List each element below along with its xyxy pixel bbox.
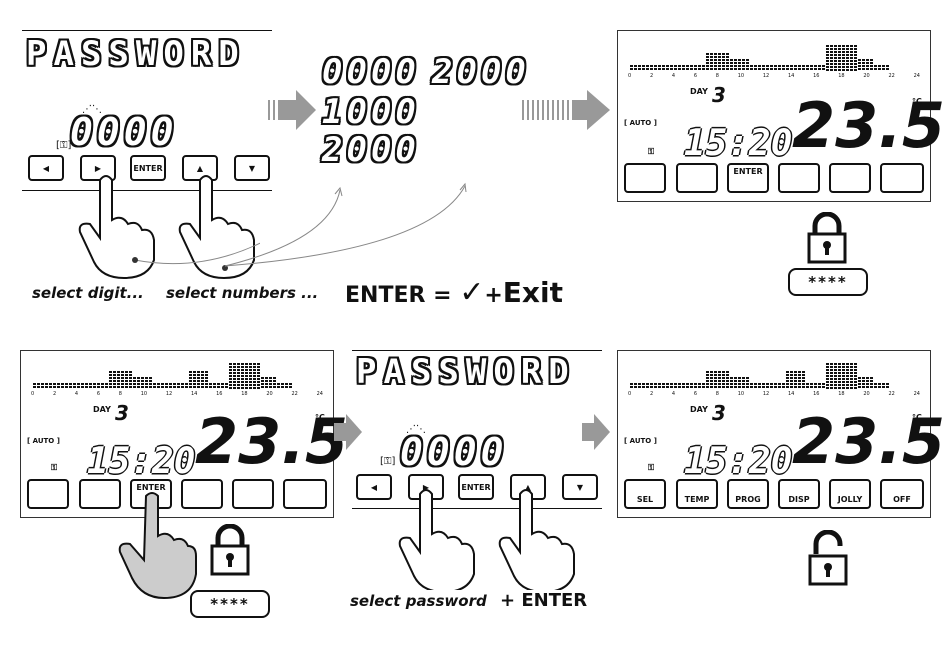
day-label: DAY (690, 87, 708, 96)
auto-indicator: [ AUTO ] (624, 437, 657, 445)
lock-mini-icon: ⚿ (648, 147, 655, 156)
hand-press-icon (118, 492, 197, 600)
enter-exit-equation: ENTER = ✓+Exit (345, 275, 563, 310)
blink-indicator-icon: ⋰⋱ (82, 104, 102, 115)
password-title: PASSWORD (356, 352, 576, 392)
temperature-unit: °C (315, 413, 325, 422)
lock-mini-icon: [⚿] (380, 456, 396, 467)
divider (22, 190, 272, 191)
next-arrow-icon (268, 90, 316, 130)
temperature-unit: °C (912, 413, 922, 422)
blink-indicator-icon: ⋰⋱ (406, 424, 426, 435)
next-arrow-icon (522, 90, 610, 130)
plus-enter: + ENTER (500, 590, 588, 611)
clock-time: 15:20 (87, 441, 196, 482)
caption-select-numbers: select numbers ... (166, 284, 319, 302)
seq-row3: 2000 (322, 130, 420, 170)
program-bars (33, 363, 292, 389)
lcd-button[interactable] (829, 163, 871, 193)
day-value: 3 (712, 83, 726, 107)
program-bars (630, 363, 889, 389)
lcd-button[interactable] (283, 479, 327, 509)
right-button[interactable]: ▶ (80, 155, 116, 181)
down-button[interactable]: ▼ (562, 474, 598, 500)
lcd-button[interactable] (232, 479, 274, 509)
enter-label: ENTER (345, 283, 426, 308)
auto-indicator: [ AUTO ] (27, 437, 60, 445)
lock-mini-icon: [⚿] (56, 140, 72, 151)
temperature-value: 23.5 (792, 89, 945, 162)
temp-button[interactable]: TEMP (676, 479, 718, 509)
next-arrow-icon (582, 414, 610, 450)
padlock-closed-icon (807, 212, 847, 264)
lcd-button[interactable] (778, 163, 820, 193)
password-title: PASSWORD (26, 34, 246, 74)
divider (352, 508, 602, 509)
prog-button[interactable]: PROG (727, 479, 769, 509)
lock-mini-icon: ⚿ (51, 463, 58, 472)
padlock-open-icon (808, 530, 848, 586)
caption-select-digit: select digit... (32, 284, 144, 302)
off-button[interactable]: OFF (880, 479, 924, 509)
temperature-value: 23.5 (792, 405, 945, 478)
temperature-value: 23.5 (195, 405, 348, 478)
password-digits: 0000 (400, 430, 508, 474)
left-button[interactable]: ◀ (28, 155, 64, 181)
temperature-unit: °C (912, 97, 922, 106)
day-value: 3 (712, 401, 726, 425)
lcd-button[interactable] (27, 479, 69, 509)
lcd-button[interactable] (880, 163, 924, 193)
seq-row1-a: 0000 (322, 52, 420, 92)
check-icon: ✓ (459, 275, 485, 310)
disp-button[interactable]: DISP (778, 479, 820, 509)
jolly-button[interactable]: JOLLY (829, 479, 871, 509)
password-digits: 0000 (70, 110, 178, 154)
enter-button[interactable]: ENTER (458, 474, 494, 500)
exit-label: Exit (502, 276, 563, 309)
divider (22, 30, 272, 31)
lcd-button[interactable] (79, 479, 121, 509)
flow-curves (224, 182, 467, 267)
lcd-button[interactable] (624, 163, 666, 193)
day-value: 3 (115, 401, 129, 425)
hand-pointer-icons (78, 175, 260, 280)
plus-sign: + (484, 283, 503, 308)
day-label: DAY (93, 405, 111, 414)
equals-sign: = (433, 283, 452, 308)
hand-pointer-icons (398, 489, 575, 590)
divider (352, 350, 602, 351)
lcd-button[interactable] (181, 479, 223, 509)
program-bars (630, 45, 889, 71)
auto-indicator: [ AUTO ] (624, 119, 657, 127)
clock-time: 15:20 (684, 441, 793, 482)
enter-button[interactable]: ENTER (130, 155, 166, 181)
day-label: DAY (690, 405, 708, 414)
lcd-button[interactable] (676, 163, 718, 193)
password-mask: **** (788, 268, 868, 296)
lcd-enter-button[interactable]: ENTER (727, 163, 769, 193)
clock-time: 15:20 (684, 123, 793, 164)
caption-select-password: select password (350, 592, 487, 610)
padlock-closed-icon (210, 524, 250, 576)
seq-row2: 1000 (322, 92, 420, 132)
left-button[interactable]: ◀ (356, 474, 392, 500)
seq-row1-b: 2000 (432, 52, 530, 92)
next-arrow-icon (334, 414, 362, 450)
lock-mini-icon: ⚿ (648, 463, 655, 472)
down-button[interactable]: ▼ (234, 155, 270, 181)
password-mask: **** (190, 590, 270, 618)
sel-button[interactable]: SEL (624, 479, 666, 509)
